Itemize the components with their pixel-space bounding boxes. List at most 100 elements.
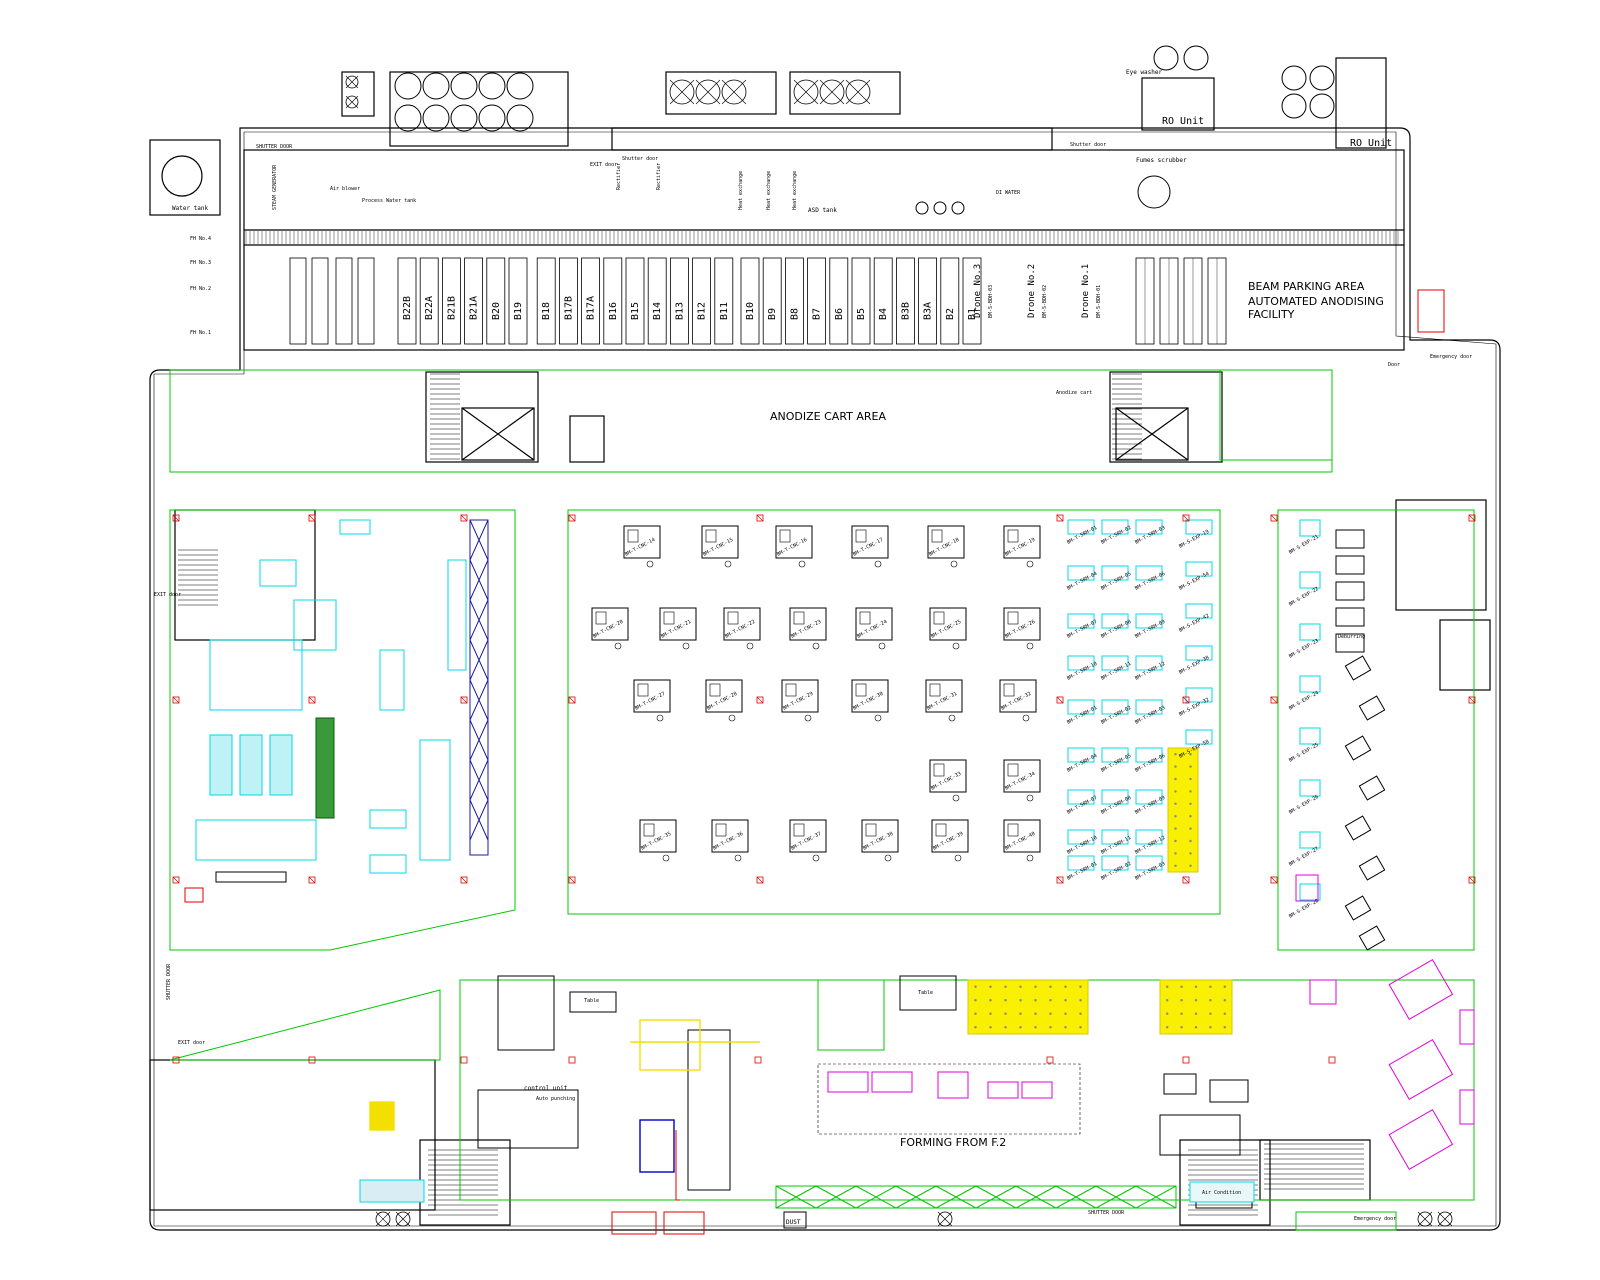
right-tool-3 (1358, 775, 1386, 801)
exp-BM-S-EXP-54 (1185, 561, 1213, 577)
cnc-label: BM-T-CNC-24 (856, 619, 888, 640)
fan-icon-9 (395, 1211, 411, 1227)
tank-B18 (536, 257, 556, 345)
tank-cluster-top (389, 71, 569, 147)
srm-label: BM-T-SRM-01 (1066, 861, 1098, 882)
srm-BM-T-SRM-01 (1067, 519, 1095, 535)
srm-label: BM-T-SRM-04 (1066, 753, 1098, 774)
srm-BM-T-SRM-09 (1135, 789, 1163, 805)
ro-unit-room-1 (1141, 77, 1215, 131)
pallet-dot (1209, 1026, 1212, 1029)
column-x-icon (754, 1056, 762, 1064)
column-x-icon (172, 876, 180, 884)
pallet-dot (1194, 999, 1198, 1002)
right-tool-1 (1358, 695, 1386, 721)
exit-door-left-label: EXIT door (154, 592, 181, 598)
cnc-operator (646, 560, 654, 568)
pallet-dot (1223, 1012, 1227, 1015)
tank-B10 (740, 257, 760, 345)
pallet-area-0 (967, 979, 1089, 1035)
cnc-operator (878, 642, 886, 650)
cnc-machine-BM-T-CNC-28 (705, 679, 743, 713)
column-x-icon (172, 1056, 180, 1064)
column-x-line (308, 696, 316, 704)
right-machine-label: BM-S-EXP-27 (1288, 846, 1320, 868)
cnc-operator (950, 560, 958, 568)
tank-B14 (647, 257, 667, 345)
cnc-label: BM-T-CNC-21 (660, 619, 692, 640)
cnc-panel (1007, 529, 1019, 543)
auto-punching-label: Auto punching (536, 1096, 575, 1102)
cnc-machine-BM-T-CNC-15 (701, 525, 739, 559)
column-x-line (568, 696, 576, 704)
cnc-machine-BM-T-CNC-38 (861, 819, 899, 853)
cnc-operator (662, 854, 670, 862)
round-tank-19 (951, 201, 965, 215)
fan-blade (937, 1211, 953, 1227)
fan-units (345, 75, 1453, 1227)
tank-B4 (873, 257, 893, 345)
zones (169, 369, 1475, 1231)
cnc-operator (798, 560, 806, 568)
pallet-dot (1004, 985, 1007, 988)
bottom-equipment (477, 975, 1253, 1229)
srm-BM-T-SRM-03 (1135, 855, 1163, 871)
cnc-machine-BM-T-CNC-16 (775, 525, 813, 559)
pallet-dot (1049, 1012, 1052, 1015)
cnc-panel (709, 683, 721, 697)
tank-label-B17A: B17A (586, 296, 597, 320)
cnc-machine-BM-T-CNC-35 (639, 819, 677, 853)
storage-pallets (967, 747, 1233, 1035)
right-tool-5 (1358, 855, 1386, 881)
pallet-dot (1189, 827, 1192, 830)
fan-icon-5 (793, 79, 819, 105)
pallet-dot (1034, 1012, 1037, 1015)
tank-label-B7: B7 (812, 308, 823, 320)
srm-label: BM-T-SRM-08 (1100, 619, 1132, 640)
column-x-line (1468, 876, 1476, 884)
column-x-line (1270, 514, 1278, 522)
round-tank-1 (394, 104, 422, 132)
shutter-door-label-4: SHUTTER DOOR (1088, 1210, 1125, 1216)
pallet-dot (974, 1026, 977, 1029)
column-x-line (172, 876, 180, 884)
anodize-cart-small-label: Anodize cart (1056, 390, 1092, 396)
srm-BM-T-SRM-04 (1067, 565, 1095, 581)
pallet-dot (1174, 753, 1177, 756)
pallet-dot (1174, 777, 1177, 781)
cnc-machine-BM-T-CNC-23 (789, 607, 827, 641)
pallet-dot (1194, 1012, 1198, 1015)
cnc-machine-BM-T-CNC-17 (851, 525, 889, 559)
column-x-icon (1056, 876, 1064, 884)
round-tank-0 (394, 72, 422, 100)
cnc-operator (1026, 794, 1034, 802)
tank-B21B (441, 257, 461, 345)
beam-parking-label: BEAM PARKING AREA (1248, 280, 1365, 293)
cnc-panel (1007, 823, 1019, 837)
cnc-panel (865, 823, 877, 837)
srm-BM-T-SRM-02 (1101, 699, 1129, 715)
cnc-machine-BM-T-CNC-34 (1003, 759, 1041, 793)
tank-B22A (419, 257, 439, 345)
right-tool-2 (1344, 735, 1372, 761)
tank-B3B (896, 257, 915, 345)
right-room (1395, 499, 1487, 611)
cnc-label: BM-T-CNC-30 (852, 691, 884, 712)
tank-label-B14: B14 (652, 302, 663, 320)
exp-BM-S-EXP-58 (1185, 729, 1213, 745)
srm-BM-T-SRM-10 (1067, 829, 1095, 845)
round-tank-13 (1309, 93, 1335, 119)
srm-BM-T-SRM-06 (1135, 747, 1163, 763)
cnc-label: BM-T-CNC-27 (634, 691, 666, 712)
exp-BM-S-EXP-32 (1185, 687, 1213, 703)
pallet-dot (1189, 777, 1192, 781)
pallet-dot (1189, 839, 1192, 843)
tank-label-B10: B10 (745, 302, 756, 320)
pallet-dot (1174, 852, 1177, 855)
emergency-door-top-label: Emergency door (1430, 354, 1472, 360)
right-cabinet-3 (1335, 607, 1365, 627)
pallet-dot (974, 985, 977, 988)
tank-label-B1: B1 (967, 308, 978, 320)
tank-B9 (762, 257, 782, 345)
